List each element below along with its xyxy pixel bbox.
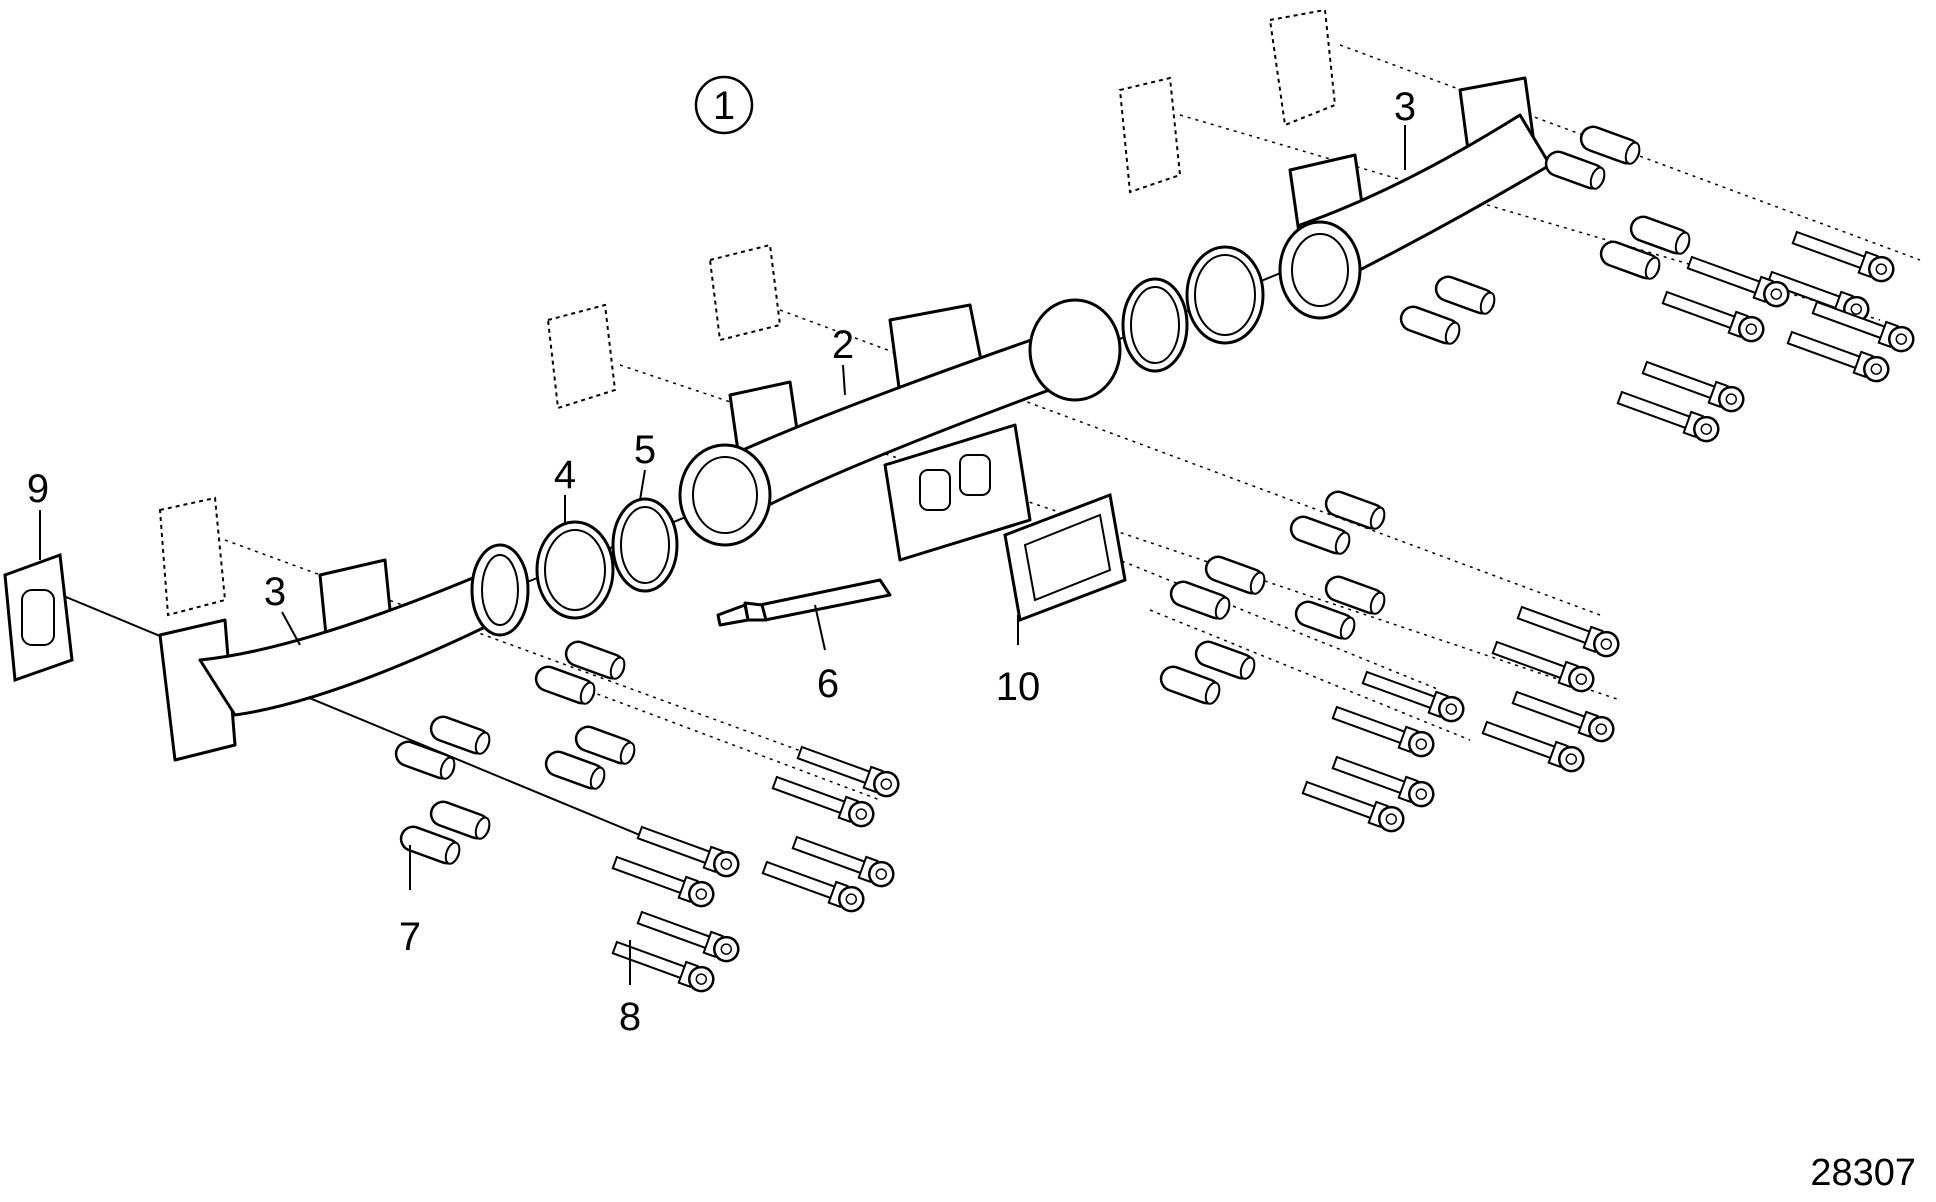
flange-bolt [636, 910, 740, 963]
spacer-sleeve [1544, 150, 1606, 190]
spacer-sleeve [534, 665, 596, 705]
spacer-sleeve [1579, 125, 1641, 165]
spacer-sleeve [1194, 640, 1256, 680]
gasket-right-mid [1118, 76, 1182, 194]
flange-bolt [1511, 690, 1615, 743]
flange-bolt [1301, 780, 1405, 833]
spacer-sleeve [1289, 515, 1351, 555]
gasket-right-top [1268, 8, 1337, 127]
flange-bolt [1686, 255, 1790, 308]
spacer-sleeve [429, 800, 491, 840]
callout-7: 7 [399, 915, 421, 959]
callout-2: 2 [832, 323, 854, 367]
turbo-gasket-10 [1003, 492, 1127, 623]
manifold-section-right [1278, 76, 1552, 320]
flange-bolt [1491, 640, 1595, 693]
spacer-sleeve [1434, 275, 1496, 315]
manifold-section-left [158, 543, 530, 762]
manifold-section-center [678, 298, 1122, 562]
ring-4-left [535, 520, 615, 620]
flange-bolt [1481, 720, 1585, 773]
spacer-sleeve [1324, 575, 1386, 615]
alignment-lines [224, 44, 1921, 801]
seal-rings [535, 245, 1265, 620]
spacer-sleeves [394, 125, 1691, 865]
spacer-sleeve [1399, 305, 1461, 345]
callout-4: 4 [554, 453, 576, 497]
assembly-callout: 1 [694, 75, 754, 135]
gasket-center-left [546, 303, 617, 410]
spacer-sleeve [1629, 215, 1691, 255]
flange-bolt [796, 745, 900, 798]
flange-bolt [636, 825, 740, 878]
callout-6: 6 [817, 662, 839, 706]
flange-bolt [1516, 605, 1620, 658]
spacer-sleeve [1169, 580, 1231, 620]
flange-bolt [1361, 670, 1465, 723]
spacer-sleeve [1294, 600, 1356, 640]
leader-lines [39, 125, 1406, 985]
assembly-callout-number: 1 [713, 84, 735, 128]
flange-bolts [611, 230, 1915, 993]
spacer-sleeve [564, 640, 626, 680]
sealant-tube-6 [716, 578, 892, 627]
flange-bolt [1791, 230, 1895, 283]
flange-bolt [611, 940, 715, 993]
spacer-sleeve [399, 825, 461, 865]
ring-5-left [611, 497, 679, 593]
flange-bolt [1331, 755, 1435, 808]
spacer-sleeve [574, 725, 636, 765]
spacer-sleeve [1599, 240, 1661, 280]
flange-bolt [1786, 330, 1890, 383]
spacer-sleeve [1159, 665, 1221, 705]
flange-bolt [771, 775, 875, 828]
ring-5-right [1121, 277, 1189, 373]
spacer-sleeve [1204, 555, 1266, 595]
manifold-gaskets [158, 8, 1337, 617]
flange-bolt [1331, 705, 1435, 758]
callout-5: 5 [634, 428, 656, 472]
flange-bolt [611, 855, 715, 908]
gasket-center-right [708, 243, 782, 342]
callout-3-right: 3 [1394, 85, 1416, 129]
cover-plate-9 [3, 552, 74, 683]
spacer-sleeve [394, 740, 456, 780]
spacer-sleeve [429, 715, 491, 755]
flange-bolt [1811, 300, 1915, 353]
callout-9: 9 [27, 467, 49, 511]
spacer-sleeve [1324, 490, 1386, 530]
callout-3-left: 3 [264, 570, 286, 614]
flange-bolt [761, 860, 865, 913]
gasket-left [158, 496, 227, 617]
figure-number: 28307 [1810, 1152, 1916, 1194]
spacer-sleeve [544, 750, 606, 790]
flange-bolt [1661, 290, 1765, 343]
flange-bolt [1616, 390, 1720, 443]
flange-bolt [1641, 360, 1745, 413]
callout-8: 8 [619, 995, 641, 1039]
ring-4-right [1185, 245, 1265, 345]
callout-10: 10 [996, 665, 1041, 709]
flange-bolt [791, 835, 895, 888]
